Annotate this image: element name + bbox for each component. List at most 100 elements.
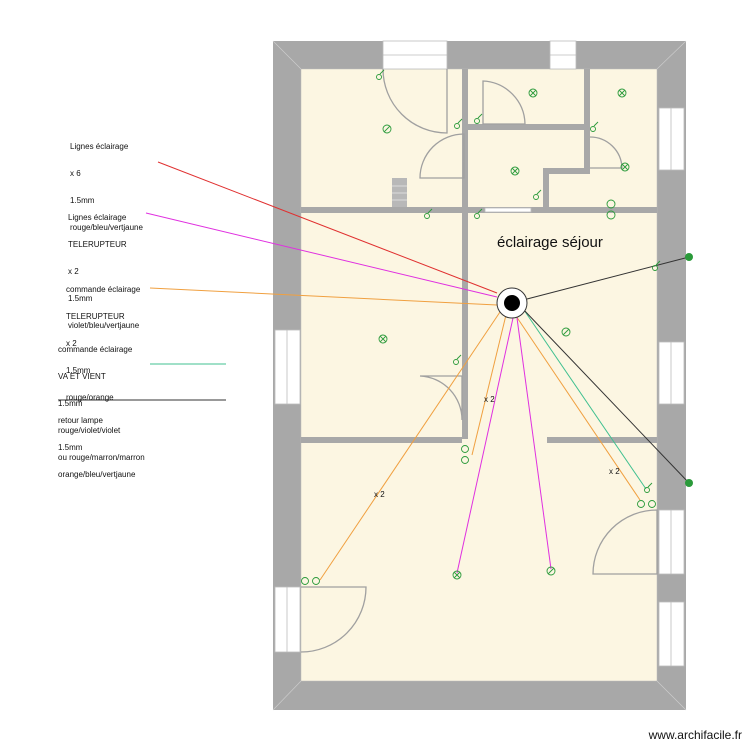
room-label: éclairage séjour — [497, 234, 603, 251]
wiring — [58, 161, 690, 581]
plan-shape — [621, 163, 629, 171]
plan-shape — [523, 309, 647, 490]
switch-icon — [652, 260, 661, 271]
plan-shape — [606, 199, 616, 209]
plan-shape — [656, 40, 687, 70]
plan-shape — [456, 354, 462, 360]
plan-shape — [300, 586, 367, 653]
legend-text: VA ET VIENT — [58, 372, 106, 381]
switch-icon — [376, 69, 385, 80]
plan-shape — [382, 124, 392, 134]
wall-corner-lines — [272, 40, 687, 711]
plan-shape — [301, 437, 462, 443]
junction-icon — [685, 479, 693, 487]
light-icon — [382, 124, 392, 134]
junction-icon — [685, 253, 693, 261]
legend-text: 1.5mm — [70, 196, 95, 205]
switch-icon — [590, 121, 599, 132]
plan-shape — [547, 567, 555, 575]
plan-shape — [301, 577, 309, 585]
stairs — [392, 178, 407, 207]
switch-icon — [474, 208, 483, 219]
legend-text: x 2 — [66, 339, 77, 348]
plan-shape — [474, 118, 480, 124]
plan-shape — [457, 118, 463, 124]
legend-text: rouge/violet/violet — [58, 426, 121, 435]
plan-shape — [620, 162, 630, 172]
light-icon — [528, 88, 538, 98]
plan-shape — [543, 168, 549, 210]
plan-shape — [589, 136, 623, 169]
switch-icon — [454, 118, 463, 129]
plan-shape — [637, 500, 645, 508]
light-icon — [378, 334, 388, 344]
wire-orange — [149, 287, 498, 306]
legend-text: 1.5mm — [58, 443, 83, 452]
interior-walls — [301, 69, 657, 443]
junction-points — [685, 253, 693, 487]
plan-shape — [528, 88, 538, 98]
plan-shape — [536, 189, 542, 195]
legend-text: commande éclairage — [66, 285, 141, 294]
plan-shape — [546, 566, 556, 576]
plan-shape — [652, 265, 658, 271]
plan-shape — [584, 69, 590, 174]
light-icon — [617, 88, 627, 98]
plan-shape — [461, 445, 469, 453]
legend-text: 1.5mm — [66, 366, 91, 375]
legend-item: commande éclairage VA ET VIENT 1.5mm rou… — [58, 327, 145, 480]
plan-shape — [274, 586, 301, 653]
plan-shape — [648, 500, 656, 508]
legend-text: TELERUPTEUR — [66, 312, 125, 321]
switch-icon — [453, 354, 462, 365]
plan-shape — [547, 437, 657, 443]
plan-shape — [658, 107, 685, 171]
light-icon — [561, 327, 571, 337]
plan-shape — [656, 680, 687, 711]
plan-shape — [452, 570, 462, 580]
light-points — [301, 69, 661, 585]
legend-text: orange/bleu/vertjaune — [58, 470, 136, 479]
plan-shape — [477, 113, 483, 119]
plan-shape — [562, 328, 570, 336]
plan-shape — [477, 208, 483, 214]
plan-shape — [526, 256, 690, 300]
switch-icon — [474, 113, 483, 124]
plan-shape — [272, 680, 302, 711]
legend-text: rouge/bleu/vertjaune — [70, 223, 143, 232]
plan-shape — [533, 194, 539, 200]
legend-item: commande éclairage TELERUPTEUR x 2 1.5mm… — [66, 267, 140, 420]
legend-text: Lignes éclairage — [68, 213, 127, 222]
plan-shape — [462, 69, 468, 439]
wire-multiplier-label: x 2 — [484, 395, 495, 404]
plan-shape — [468, 124, 590, 130]
plan-shape — [482, 80, 526, 125]
wire-red — [157, 161, 498, 294]
floor — [300, 68, 658, 682]
central-box — [496, 287, 528, 319]
plan-shape — [543, 168, 590, 174]
plan-shape — [561, 327, 571, 337]
plan-shape — [424, 213, 430, 219]
plan-shape — [529, 89, 537, 97]
plan-shape — [274, 329, 301, 405]
switch-icon — [424, 208, 433, 219]
watermark: www.archifacile.fr — [648, 728, 742, 742]
plan-shape — [484, 207, 532, 213]
plan-shape — [471, 314, 507, 456]
plan-shape — [453, 571, 461, 579]
plan-shape — [379, 69, 385, 75]
switch-icon — [533, 189, 542, 200]
legend-text: Lignes éclairage — [70, 142, 129, 151]
plan-shape — [419, 133, 465, 179]
plan-shape — [617, 88, 627, 98]
doors — [300, 68, 658, 653]
plan-shape — [515, 315, 641, 501]
socket-icon — [461, 445, 469, 464]
plan-shape — [644, 487, 650, 493]
plan-shape — [516, 317, 552, 570]
legend-text: 1.5mm — [58, 399, 83, 408]
plan-shape — [461, 456, 469, 464]
